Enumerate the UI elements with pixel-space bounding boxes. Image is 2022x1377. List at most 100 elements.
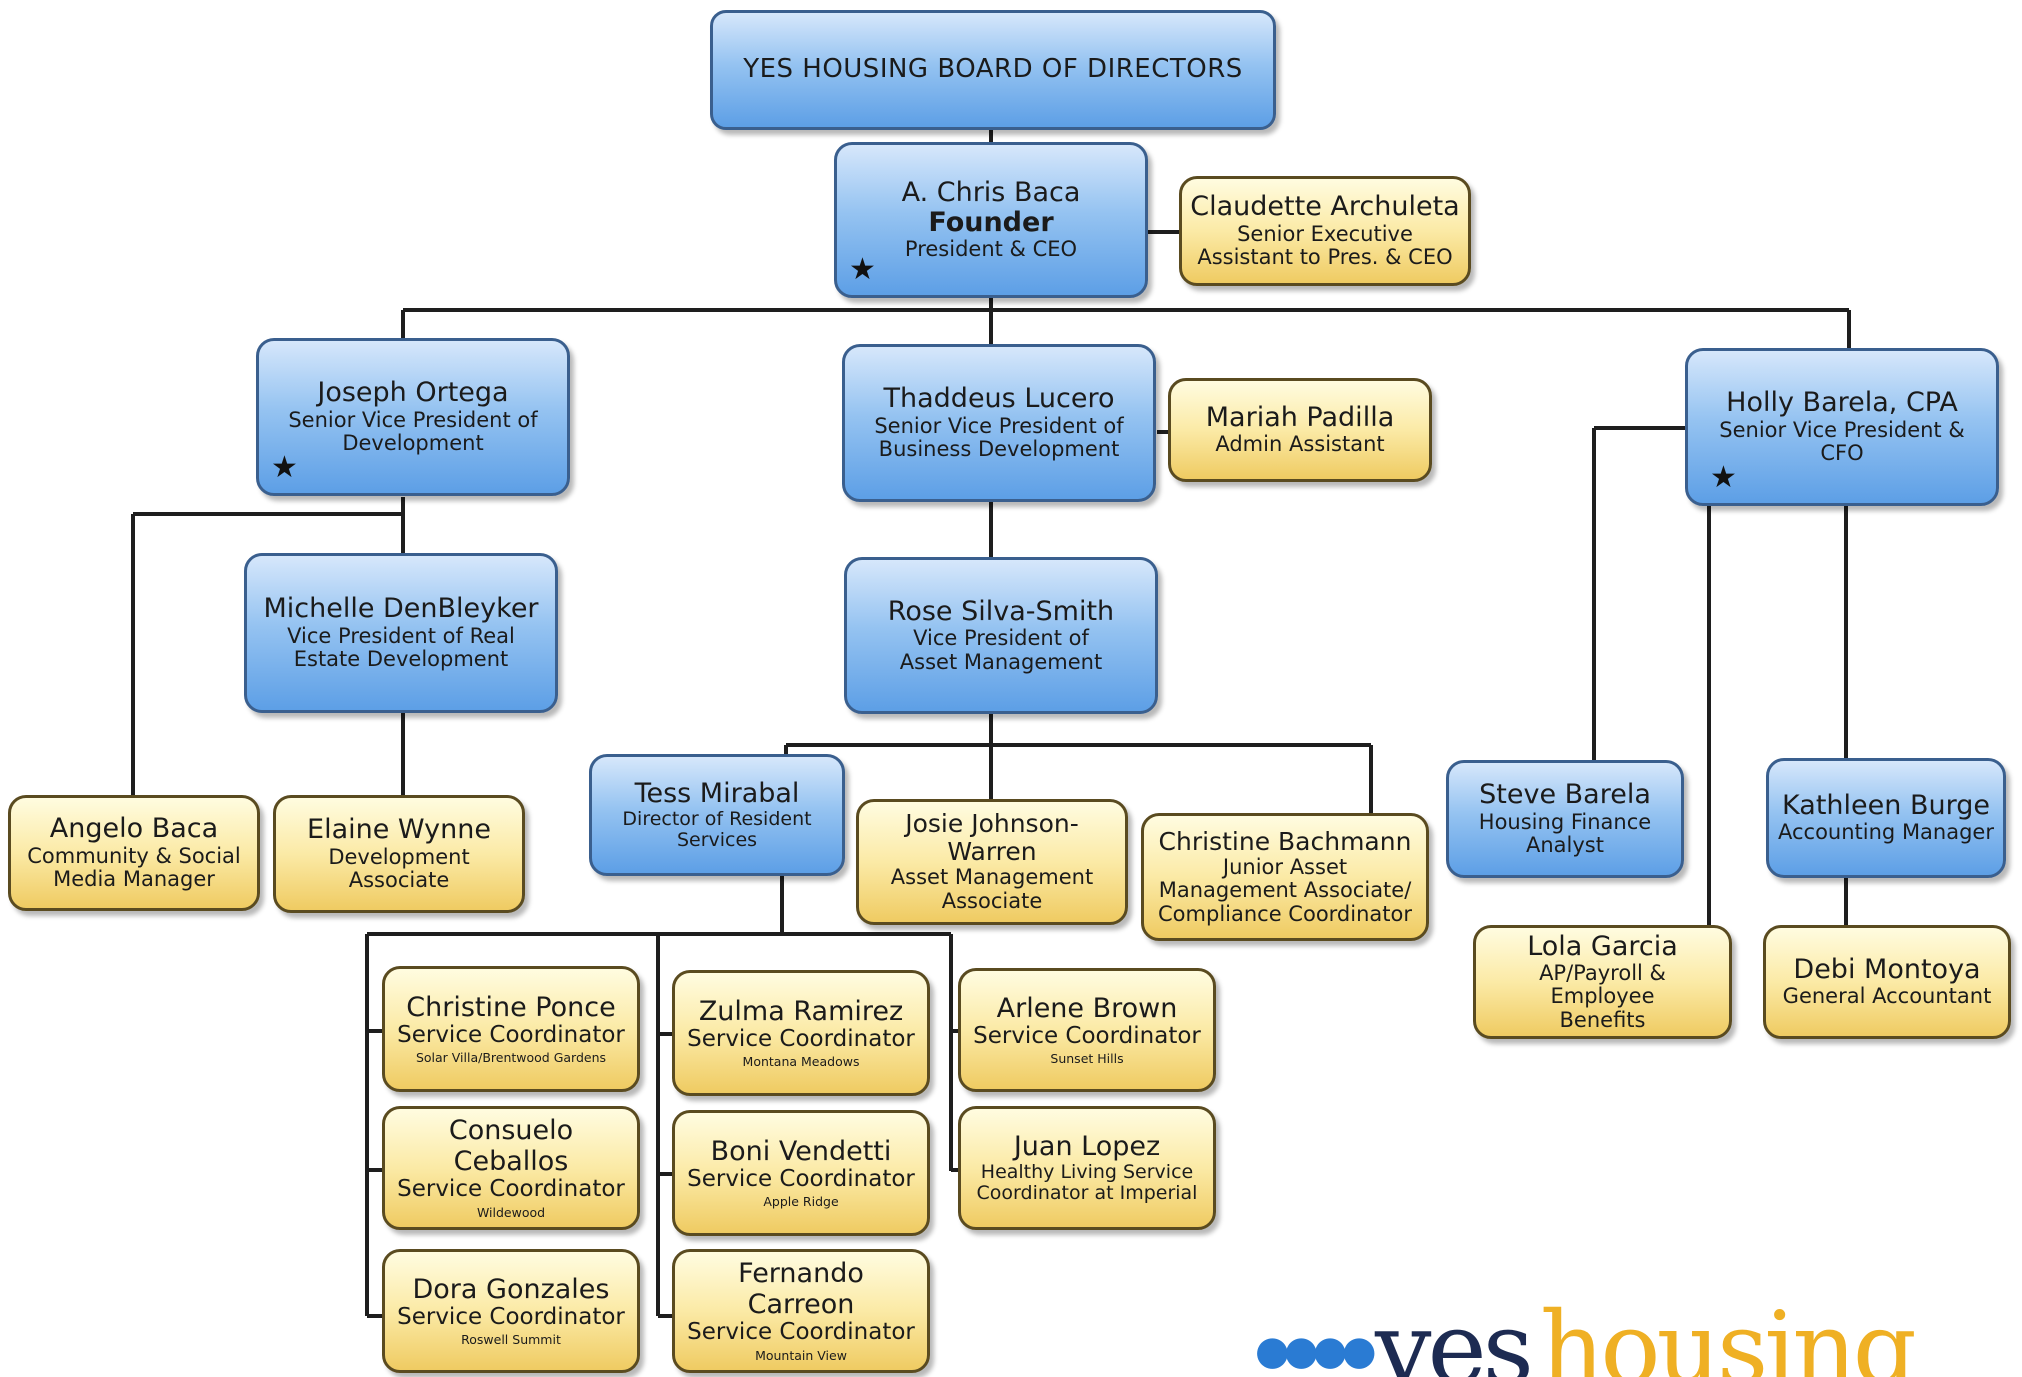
- angelo-box: Angelo Baca Community & Social Media Man…: [8, 795, 260, 911]
- kathleen-name: Kathleen Burge: [1782, 790, 1990, 822]
- steve-name: Steve Barela: [1479, 779, 1651, 811]
- ramirez-name: Zulma Ramirez: [698, 995, 904, 1027]
- steve-box: Steve Barela Housing Finance Analyst: [1446, 760, 1684, 878]
- angelo-role-line1: Community & Social: [27, 843, 241, 868]
- lucero-name: Thaddeus Lucero: [883, 383, 1115, 415]
- logo-text-yes: yes: [1375, 1290, 1534, 1377]
- exec-assistant-name: Claudette Archuleta: [1190, 191, 1460, 223]
- josie-role-line2: Associate: [941, 889, 1043, 913]
- denbleyker-role-line1: Vice President of Real: [287, 623, 515, 648]
- board-of-directors-box: YES HOUSING BOARD OF DIRECTORS: [710, 10, 1276, 130]
- vendetti-box: Boni Vendetti Service Coordinator Apple …: [672, 1110, 930, 1236]
- brown-role: Service Coordinator: [973, 1022, 1201, 1049]
- silva-role-line1: Vice President of: [913, 626, 1089, 651]
- ponce-name: Christine Ponce: [406, 991, 616, 1023]
- ceballos-site: Wildewood: [476, 1204, 546, 1220]
- brown-site: Sunset Hills: [1050, 1051, 1124, 1067]
- vendetti-site: Apple Ridge: [763, 1194, 839, 1210]
- debi-role: General Accountant: [1782, 984, 1992, 1009]
- angelo-role-line2: Media Manager: [53, 867, 215, 892]
- carreon-site: Mountain View: [755, 1347, 847, 1363]
- ceballos-box: Consuelo Ceballos Service Coordinator Wi…: [382, 1106, 640, 1230]
- debi-name: Debi Montoya: [1793, 954, 1981, 986]
- founder-box: A. Chris Baca Founder President & CEO ★: [834, 142, 1148, 298]
- lola-role-line1: AP/Payroll & Employee: [1539, 960, 1666, 1009]
- ramirez-site: Montana Meadows: [742, 1054, 860, 1070]
- ramirez-role: Service Coordinator: [687, 1025, 915, 1052]
- holly-name: Holly Barela, CPA: [1726, 387, 1958, 419]
- gonzales-role: Service Coordinator: [397, 1303, 625, 1330]
- carreon-role: Service Coordinator: [687, 1318, 915, 1345]
- lucero-role-line2: Business Development: [878, 437, 1120, 462]
- padilla-role: Admin Assistant: [1215, 432, 1385, 457]
- steve-role-line1: Housing Finance: [1478, 809, 1652, 834]
- tess-role-line1: Director of Resident: [622, 807, 812, 830]
- elaine-name: Elaine Wynne: [307, 814, 491, 846]
- kathleen-role: Accounting Manager: [1778, 820, 1994, 845]
- silva-box: Rose Silva-Smith Vice President of Asset…: [844, 557, 1158, 714]
- tess-name: Tess Mirabal: [634, 777, 800, 809]
- ceballos-role: Service Coordinator: [397, 1175, 625, 1202]
- gonzales-name: Dora Gonzales: [412, 1273, 610, 1305]
- lucero-box: Thaddeus Lucero Senior Vice President of…: [842, 344, 1156, 502]
- padilla-box: Mariah Padilla Admin Assistant: [1168, 378, 1432, 482]
- holly-box: Holly Barela, CPA Senior Vice President …: [1685, 348, 1999, 506]
- ortega-role-line2: Development: [342, 431, 484, 456]
- holly-role-line2: CFO: [1820, 441, 1864, 466]
- ortega-name: Joseph Ortega: [317, 377, 509, 409]
- founder-role: President & CEO: [904, 237, 1078, 262]
- lopez-name: Juan Lopez: [1013, 1130, 1161, 1162]
- brown-name: Arlene Brown: [996, 992, 1178, 1024]
- yes-housing-logo: ●●●● yes housing: [1250, 1290, 1970, 1377]
- steve-role-line2: Analyst: [1526, 833, 1604, 858]
- lopez-role-line2: Coordinator at Imperial: [976, 1182, 1198, 1205]
- exec-assistant-role-line1: Senior Executive: [1237, 221, 1413, 246]
- carreon-name: Fernando Carreon: [738, 1258, 864, 1320]
- silva-role-line2: Asset Management: [899, 649, 1103, 674]
- exec-assistant-role-line2: Assistant to Pres. & CEO: [1197, 245, 1453, 270]
- bachmann-name: Christine Bachmann: [1158, 826, 1412, 856]
- elaine-box: Elaine Wynne Development Associate: [273, 795, 525, 913]
- gonzales-box: Dora Gonzales Service Coordinator Roswel…: [382, 1249, 640, 1373]
- tess-role-line2: Services: [676, 829, 758, 852]
- vendetti-name: Boni Vendetti: [710, 1135, 892, 1167]
- josie-name-line1: Josie Johnson-: [905, 809, 1079, 839]
- key-position-star-icon: ★: [271, 450, 298, 485]
- elaine-role-line1: Development: [328, 844, 470, 869]
- angelo-name: Angelo Baca: [49, 813, 219, 845]
- holly-role-line1: Senior Vice President &: [1719, 417, 1965, 442]
- denbleyker-box: Michelle DenBleyker Vice President of Re…: [244, 553, 558, 713]
- logo-text-housing: housing: [1540, 1290, 1917, 1377]
- bachmann-role-line3: Compliance Coordinator: [1158, 901, 1412, 926]
- lola-role-line2: Benefits: [1559, 1007, 1646, 1032]
- carreon-box: Fernando Carreon Service Coordinator Mou…: [672, 1249, 930, 1373]
- vendetti-role: Service Coordinator: [687, 1165, 915, 1192]
- josie-role-line1: Asset Management: [890, 865, 1094, 890]
- ramirez-box: Zulma Ramirez Service Coordinator Montan…: [672, 970, 930, 1096]
- lucero-role-line1: Senior Vice President of: [874, 413, 1124, 438]
- board-title: YES HOUSING BOARD OF DIRECTORS: [743, 54, 1243, 85]
- silva-name: Rose Silva-Smith: [887, 595, 1115, 627]
- ortega-box: Joseph Ortega Senior Vice President of D…: [256, 338, 570, 496]
- josie-name-line2: Warren: [947, 837, 1037, 867]
- elaine-role-line2: Associate: [348, 868, 450, 893]
- ponce-site: Solar Villa/Brentwood Gardens: [415, 1050, 607, 1066]
- gonzales-site: Roswell Summit: [461, 1332, 561, 1348]
- kathleen-box: Kathleen Burge Accounting Manager: [1766, 758, 2006, 878]
- founder-title: Founder: [928, 207, 1054, 239]
- ortega-role-line1: Senior Vice President of: [288, 407, 538, 432]
- brown-box: Arlene Brown Service Coordinator Sunset …: [958, 968, 1216, 1092]
- josie-box: Josie Johnson- Warren Asset Management A…: [856, 799, 1128, 925]
- lopez-role-line1: Healthy Living Service: [980, 1160, 1194, 1183]
- key-position-star-icon: ★: [1710, 460, 1737, 495]
- ceballos-name: Consuelo Ceballos: [448, 1115, 574, 1177]
- founder-name: A. Chris Baca: [901, 177, 1081, 208]
- key-position-star-icon: ★: [849, 252, 876, 287]
- bachmann-role-line2: Management Associate/: [1158, 878, 1412, 903]
- lola-name: Lola Garcia: [1527, 930, 1678, 962]
- ponce-role: Service Coordinator: [397, 1021, 625, 1048]
- bachmann-box: Christine Bachmann Junior Asset Manageme…: [1141, 813, 1429, 941]
- denbleyker-name: Michelle DenBleyker: [263, 593, 539, 625]
- padilla-name: Mariah Padilla: [1205, 402, 1395, 434]
